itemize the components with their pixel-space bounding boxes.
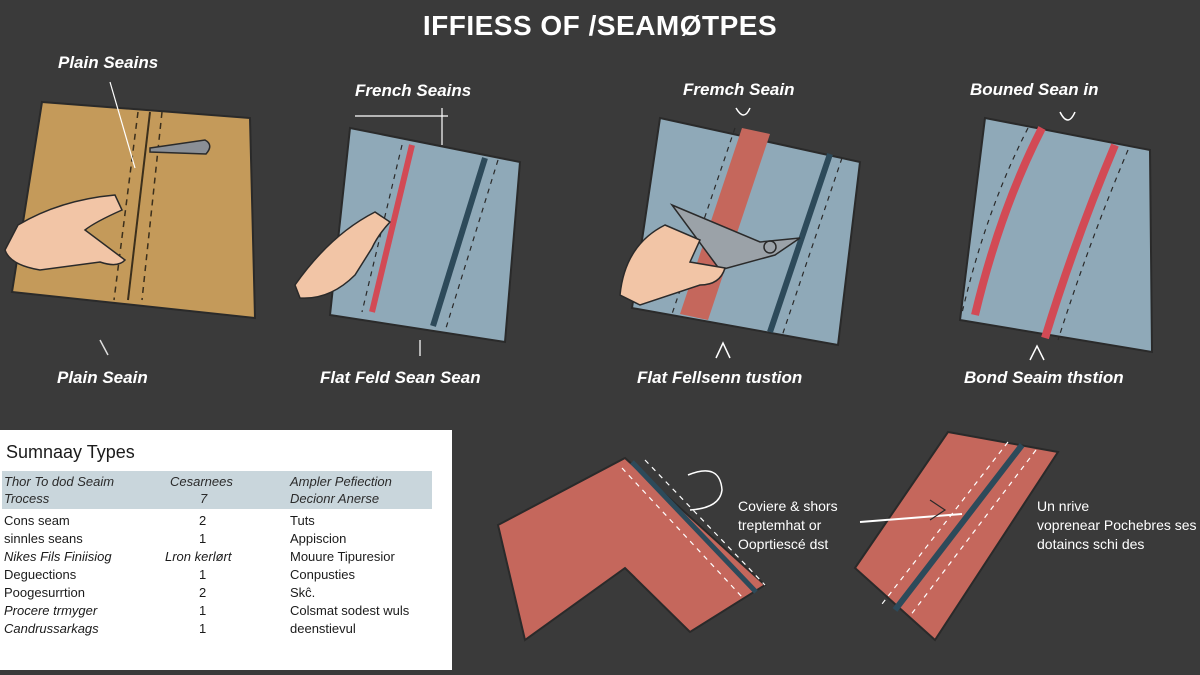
table-row-name: Cons seam bbox=[4, 513, 70, 528]
french-seam-illustration bbox=[294, 108, 522, 356]
table-row-name: Poogesurrtion bbox=[4, 585, 85, 600]
header-col2-line2: 7 bbox=[200, 491, 208, 506]
table-row-name: Nikes Fils Finiisiog bbox=[4, 549, 112, 564]
table-row-name: sinnles seans bbox=[4, 531, 83, 546]
top-label-french-seam-2: Fremch Seain bbox=[683, 80, 795, 99]
table-row-name: Deguections bbox=[4, 567, 77, 582]
top-label-french-seam: French Seains bbox=[355, 81, 472, 100]
table-row-count: 1 bbox=[199, 621, 207, 636]
table-row-count: 2 bbox=[199, 585, 207, 600]
bottom-label-bound-seam: Bond Seaim thstion bbox=[964, 368, 1124, 387]
top-label-plain-seam: Plain Seains bbox=[58, 53, 159, 72]
bound-seam-illustration bbox=[958, 111, 1154, 361]
bottom-label-flat-felled-seam: Flat Fellsenn tustion bbox=[637, 368, 803, 387]
table-row-use: Tuts bbox=[290, 513, 315, 528]
summary-title: Sumnaay Types bbox=[6, 442, 135, 462]
header-col2-line1: Cesarnees bbox=[170, 474, 233, 489]
table-row-use: Skĉ. bbox=[290, 585, 316, 600]
summary-types-panel: Sumnaay Types Thor To dod Seaim Trocess … bbox=[0, 430, 452, 670]
diagonal-seam-note: Un nrive voprenear Pochebres ses dotainc… bbox=[1037, 498, 1197, 552]
table-row-count: 1 bbox=[199, 567, 207, 582]
table-row-use: deenstievul bbox=[290, 621, 356, 636]
bottom-label-flat-fell-seam: Flat Feld Sean Sean bbox=[320, 368, 481, 387]
summary-table-header bbox=[2, 471, 432, 509]
top-label-bound-seam: Bouned Sean in bbox=[970, 80, 1099, 99]
table-row-count: 1 bbox=[199, 531, 207, 546]
table-row-name: Procere trmyger bbox=[4, 603, 98, 618]
header-col1-line2: Trocess bbox=[4, 491, 50, 506]
table-row-use: Mouure Tipuresior bbox=[290, 549, 395, 564]
table-row-count: 1 bbox=[199, 603, 207, 618]
table-row-use: Conpusties bbox=[290, 567, 356, 582]
flat-felled-seam-illustration bbox=[619, 107, 862, 359]
red-fabric-corner-illustration bbox=[496, 456, 767, 642]
page-title: IFFIESS OF /SEAMØTPES bbox=[422, 10, 778, 41]
plain-seam-illustration bbox=[4, 81, 257, 356]
table-row-name: Candrussarkags bbox=[4, 621, 99, 636]
red-fabric-diagonal-illustration bbox=[853, 430, 1060, 642]
corner-seam-note: Coviere & shors treptemhat or Ooprtiescé… bbox=[738, 498, 838, 552]
table-row-count: 2 bbox=[199, 513, 207, 528]
table-row-use: Appiscion bbox=[290, 531, 347, 546]
table-row-count: Lron kerlørt bbox=[165, 549, 232, 564]
table-row-use: Colsmat sodest wuls bbox=[290, 603, 410, 618]
header-col3-line1: Ampler Pefiection bbox=[290, 474, 392, 489]
header-col1-line1: Thor To dod Seaim bbox=[4, 474, 115, 489]
header-col3-line2: Decionr Anerse bbox=[290, 491, 380, 506]
bottom-label-plain-seam: Plain Seain bbox=[57, 368, 148, 387]
